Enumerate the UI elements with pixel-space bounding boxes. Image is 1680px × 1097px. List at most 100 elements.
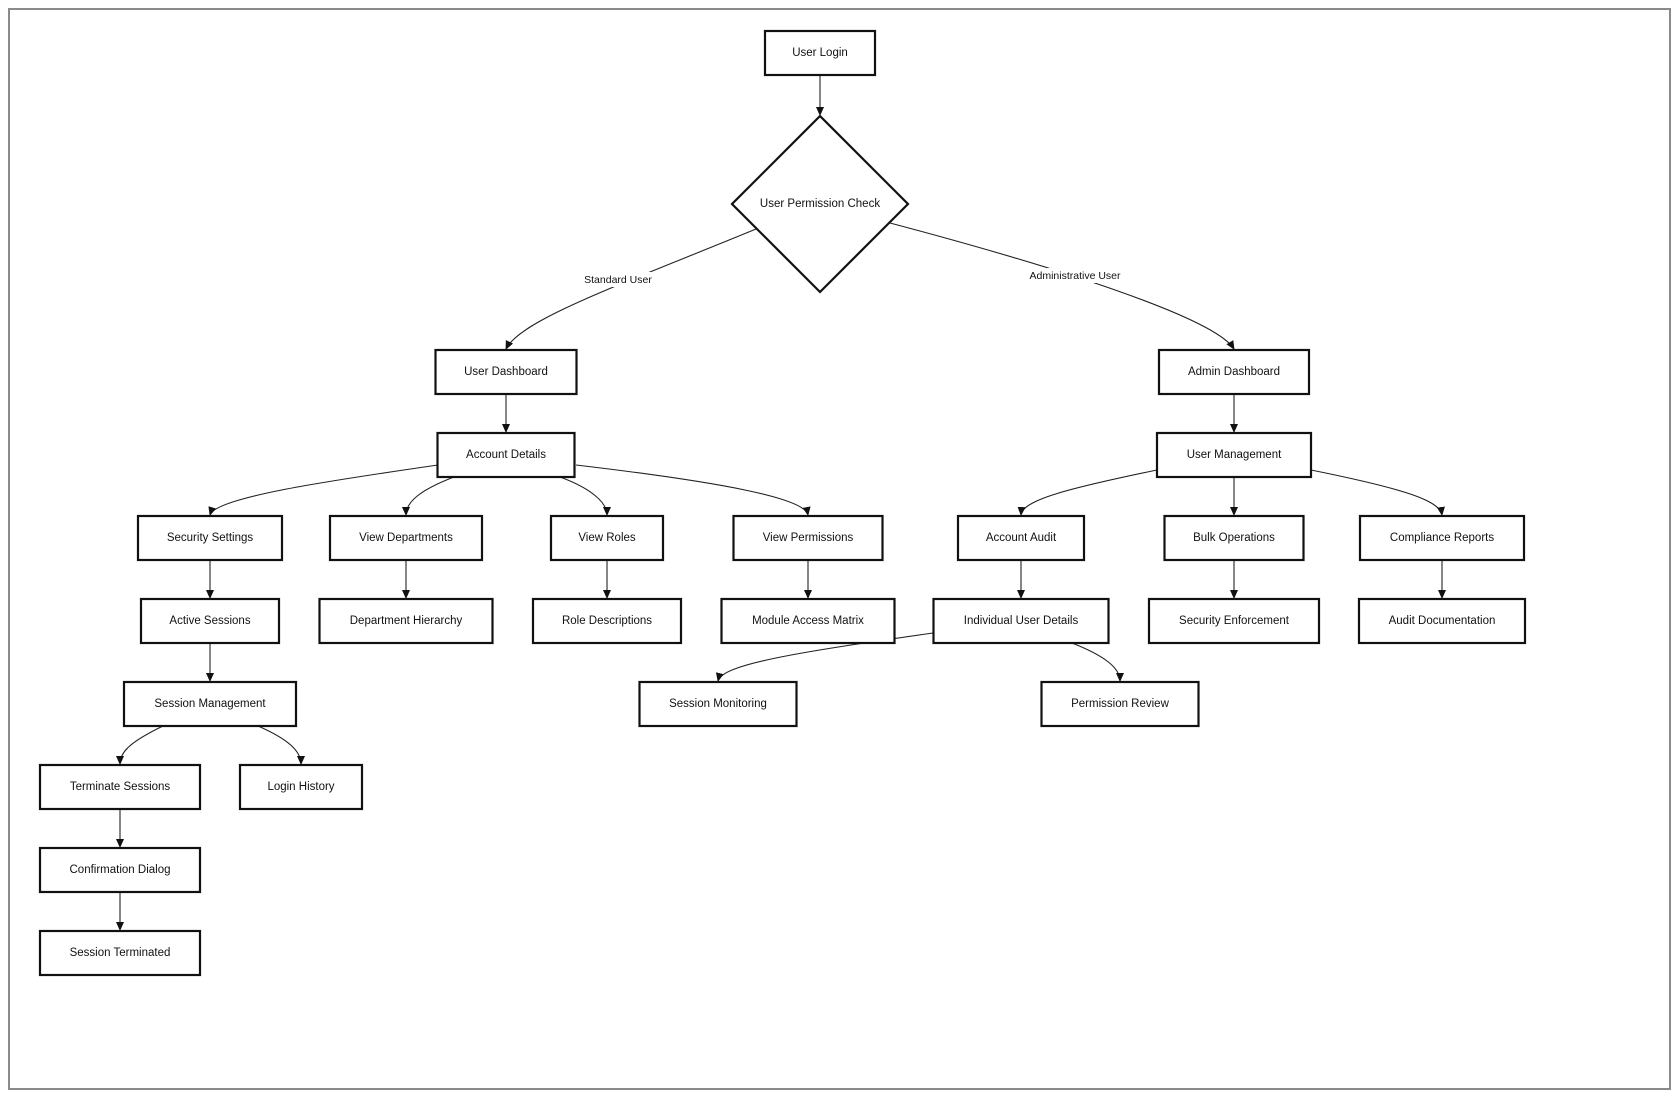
process-box: [1040, 680, 1200, 728]
node-login-history: Login History: [238, 763, 364, 811]
node-label: User Dashboard: [464, 366, 548, 378]
node-bulk-operations: Bulk Operations: [1163, 514, 1305, 562]
process-box: [139, 597, 281, 645]
edge-iud-to-prev: [1071, 642, 1124, 682]
edge-arrow: [1071, 642, 1124, 682]
node-terminate-sessions: Terminate Sessions: [38, 763, 202, 811]
process-box: [38, 846, 202, 894]
edge-arrow: [116, 725, 164, 765]
node-label: View Departments: [359, 532, 453, 544]
node-label: User Login: [792, 47, 848, 59]
node-user-permission-check: User Permission Check: [730, 114, 910, 294]
process-box: [549, 514, 665, 562]
edges-layer: Standard User Administrative User: [116, 76, 1446, 931]
node-label: Terminate Sessions: [70, 781, 171, 793]
node-label: Security Enforcement: [1179, 615, 1290, 627]
node-label: Audit Documentation: [1389, 615, 1496, 627]
node-label: Session Management: [154, 698, 266, 710]
node-session-terminated: Session Terminated: [38, 929, 202, 977]
process-box: [531, 597, 683, 645]
node-label: Module Access Matrix: [752, 615, 864, 627]
edge-arrow: [575, 464, 811, 516]
node-label: View Permissions: [763, 532, 854, 544]
node-department-hierarchy: Department Hierarchy: [318, 597, 494, 645]
node-permission-review: Permission Review: [1040, 680, 1200, 728]
process-box: [1357, 597, 1527, 645]
edge-arrow: [1310, 469, 1445, 516]
node-admin-dashboard: Admin Dashboard: [1157, 348, 1311, 396]
node-individual-user-details: Individual User Details: [932, 597, 1110, 645]
node-label: Account Audit: [986, 532, 1057, 544]
edge-check-to-adash: Administrative User: [889, 222, 1235, 350]
node-label: Login History: [267, 781, 334, 793]
edge-smgmt-to-term: [116, 725, 164, 765]
edge-umgmt-to-audit: [1017, 469, 1158, 516]
edge-umgmt-to-comp: [1310, 469, 1445, 516]
node-label: Department Hierarchy: [350, 615, 463, 627]
node-label: Bulk Operations: [1193, 532, 1275, 544]
edge-check-to-udash: Standard User: [505, 228, 757, 350]
node-label: View Roles: [578, 532, 636, 544]
edge-acct-to-vroles: [559, 476, 611, 516]
edge-arrow: [208, 464, 439, 516]
node-label: Individual User Details: [964, 615, 1079, 627]
process-box: [38, 929, 202, 977]
edge-acct-to-secset: [208, 464, 439, 516]
node-user-dashboard: User Dashboard: [434, 348, 578, 396]
process-box: [436, 431, 576, 479]
process-box: [932, 597, 1110, 645]
process-box: [1157, 348, 1311, 396]
process-box: [1155, 431, 1313, 479]
node-label: Role Descriptions: [562, 615, 652, 627]
node-label: Active Sessions: [169, 615, 250, 627]
node-account-details: Account Details: [436, 431, 576, 479]
node-compliance-reports: Compliance Reports: [1358, 514, 1526, 562]
edge-acct-to-vperm: [575, 464, 811, 516]
node-label: Account Details: [466, 449, 546, 461]
node-label: Session Monitoring: [669, 698, 767, 710]
process-box: [318, 597, 494, 645]
node-label: User Permission Check: [760, 198, 880, 210]
node-audit-documentation: Audit Documentation: [1357, 597, 1527, 645]
edge-acct-to-vdept: [402, 476, 455, 516]
node-view-departments: View Departments: [328, 514, 484, 562]
edge-arrow: [559, 476, 611, 516]
node-label: User Management: [1187, 449, 1282, 461]
process-box: [720, 597, 896, 645]
decision-diamond: [730, 114, 910, 294]
edge-arrow: [889, 222, 1235, 350]
process-box: [1358, 514, 1526, 562]
node-view-roles: View Roles: [549, 514, 665, 562]
process-box: [763, 29, 877, 77]
edge-arrow: [402, 476, 455, 516]
node-role-descriptions: Role Descriptions: [531, 597, 683, 645]
node-label: Permission Review: [1071, 698, 1169, 710]
node-session-monitoring: Session Monitoring: [638, 680, 798, 728]
process-box: [38, 763, 202, 811]
node-account-audit: Account Audit: [956, 514, 1086, 562]
edge-arrow: [257, 725, 305, 765]
process-box: [638, 680, 798, 728]
process-box: [956, 514, 1086, 562]
node-session-management: Session Management: [122, 680, 298, 728]
node-security-enforcement: Security Enforcement: [1147, 597, 1321, 645]
node-confirmation-dialog: Confirmation Dialog: [38, 846, 202, 894]
edge-arrow: [1017, 469, 1158, 516]
process-box: [1163, 514, 1305, 562]
edge-arrow: [505, 228, 757, 350]
node-user-login: User Login: [763, 29, 877, 77]
node-label: Compliance Reports: [1390, 532, 1494, 544]
edge-label: Standard User: [584, 274, 652, 286]
process-box: [238, 763, 364, 811]
process-box: [136, 514, 284, 562]
node-label: Confirmation Dialog: [70, 864, 171, 876]
process-box: [732, 514, 884, 562]
node-user-management: User Management: [1155, 431, 1313, 479]
node-label: Session Terminated: [70, 947, 171, 959]
process-box: [1147, 597, 1321, 645]
process-box: [328, 514, 484, 562]
node-view-permissions: View Permissions: [732, 514, 884, 562]
node-label: Admin Dashboard: [1188, 366, 1280, 378]
process-box: [122, 680, 298, 728]
